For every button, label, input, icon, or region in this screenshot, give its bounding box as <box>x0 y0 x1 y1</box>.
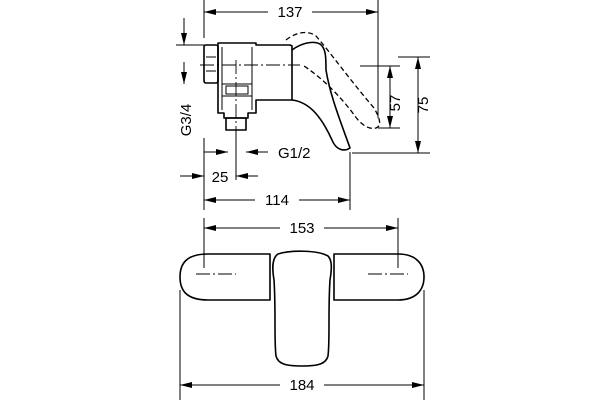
dimension-137: 137 <box>203 0 379 118</box>
lever-side <box>291 41 351 151</box>
dimension-label-184: 184 <box>289 377 314 394</box>
dimension-label-137: 137 <box>277 4 302 21</box>
thread-label-g34: G3/4 <box>178 104 195 137</box>
cover-plate <box>179 253 425 301</box>
thread-label-g12: G1/2 <box>278 145 311 162</box>
dimension-114: 114 <box>204 152 351 210</box>
dimension-153: 153 <box>203 218 399 268</box>
dimension-75: 75 <box>352 56 432 154</box>
side-view: 137 <box>176 0 432 210</box>
thread-g34: G3/4 <box>178 62 195 136</box>
wall-nut <box>203 44 219 84</box>
dimension-label-153: 153 <box>289 220 314 237</box>
dimension-25: 25 <box>180 138 258 210</box>
lever-open-dashed <box>285 31 381 130</box>
dimension-label-114: 114 <box>265 192 289 209</box>
dimension-label-25: 25 <box>212 169 229 186</box>
thread-g12: G1/2 <box>204 140 311 162</box>
leader-top-left <box>176 18 212 46</box>
dimension-57: 57 <box>360 65 404 129</box>
dimension-184: 184 <box>179 290 425 400</box>
dimension-label-75: 75 <box>415 97 432 114</box>
dimension-label-57: 57 <box>387 95 404 112</box>
front-view: 153 184 <box>179 218 425 400</box>
lever-front <box>272 250 333 367</box>
mixer-body <box>217 42 293 119</box>
